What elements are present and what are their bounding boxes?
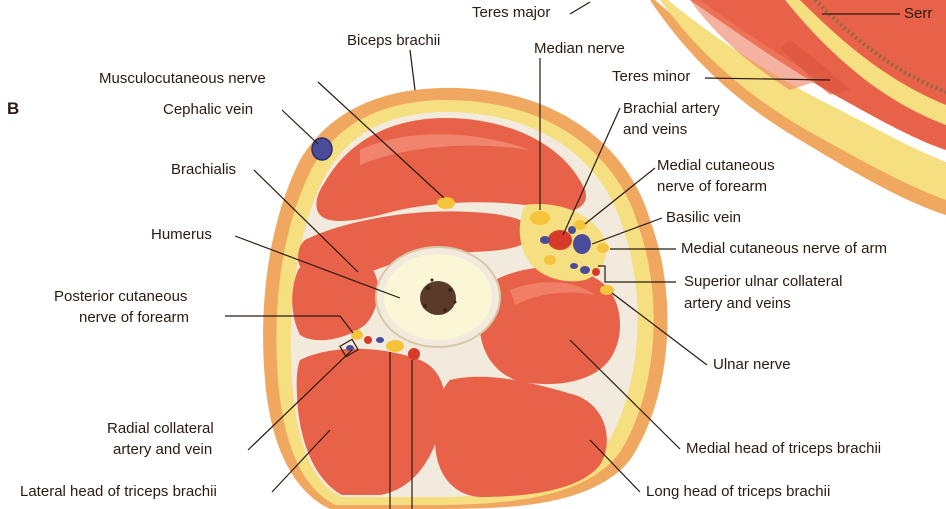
label-medial-cutaneous-arm: Medial cutaneous nerve of arm (681, 240, 887, 258)
label-teres-minor: Teres minor (612, 68, 690, 86)
arm-cross-section (263, 88, 667, 509)
medial-cutaneous-arm-nerve (597, 243, 609, 253)
label-basilic-vein: Basilic vein (666, 209, 741, 227)
radial-nerve-shape (386, 340, 404, 352)
leader-teres-major (570, 2, 590, 14)
medial-cutaneous-forearm-nerve (574, 220, 586, 230)
label-medial-cutaneous-forearm-1: Medial cutaneous (657, 157, 775, 175)
brachial-artery-shape (548, 230, 572, 250)
label-biceps-brachii: Biceps brachii (347, 32, 440, 50)
median-nerve-shape (530, 211, 550, 225)
label-lateral-head-triceps: Lateral head of triceps brachii (20, 483, 217, 501)
label-musculocutaneous-nerve: Musculocutaneous nerve (99, 70, 266, 88)
label-brachial-artery-1: Brachial artery (623, 100, 720, 118)
profunda-artery-shape (408, 348, 420, 360)
label-teres-major: Teres major (472, 4, 550, 22)
label-brachial-artery-2: and veins (623, 121, 687, 139)
label-ulnar-nerve: Ulnar nerve (713, 356, 791, 374)
label-medial-cutaneous-forearm-2: nerve of forearm (657, 178, 767, 196)
radial-collateral-vein (346, 345, 354, 351)
leader-biceps (410, 50, 415, 90)
panel-letter: B (7, 99, 19, 119)
label-radial-collateral-2: artery and vein (113, 441, 212, 459)
label-brachialis: Brachialis (171, 161, 236, 179)
leader-cephalic (282, 110, 318, 144)
label-serratus: Serr (904, 5, 932, 23)
superior-ulnar-vessel-1 (580, 266, 590, 274)
label-superior-ulnar-1: Superior ulnar collateral (684, 273, 842, 291)
musculocutaneous-nerve-shape (437, 197, 455, 209)
basilic-vein-shape (573, 234, 591, 254)
label-radial-collateral-1: Radial collateral (107, 420, 214, 438)
label-posterior-cutaneous-1: Posterior cutaneous (54, 288, 187, 306)
profunda-vein-shape (376, 337, 384, 343)
label-medial-head-triceps: Medial head of triceps brachii (686, 440, 881, 458)
humerus-marrow (420, 281, 456, 315)
radial-collateral-artery (364, 336, 372, 344)
label-cephalic-vein: Cephalic vein (163, 101, 253, 119)
brachial-vein-1 (540, 236, 550, 244)
label-long-head-triceps: Long head of triceps brachii (646, 483, 830, 501)
extra-nerve (544, 255, 556, 265)
posterior-cutaneous-nerve-shape (351, 330, 363, 340)
superior-ulnar-vessel-2 (592, 268, 600, 276)
label-superior-ulnar-2: artery and veins (684, 295, 791, 313)
label-posterior-cutaneous-2: nerve of forearm (79, 309, 189, 327)
label-median-nerve: Median nerve (534, 40, 625, 58)
label-humerus: Humerus (151, 226, 212, 244)
superior-ulnar-vessel-3 (570, 263, 578, 269)
